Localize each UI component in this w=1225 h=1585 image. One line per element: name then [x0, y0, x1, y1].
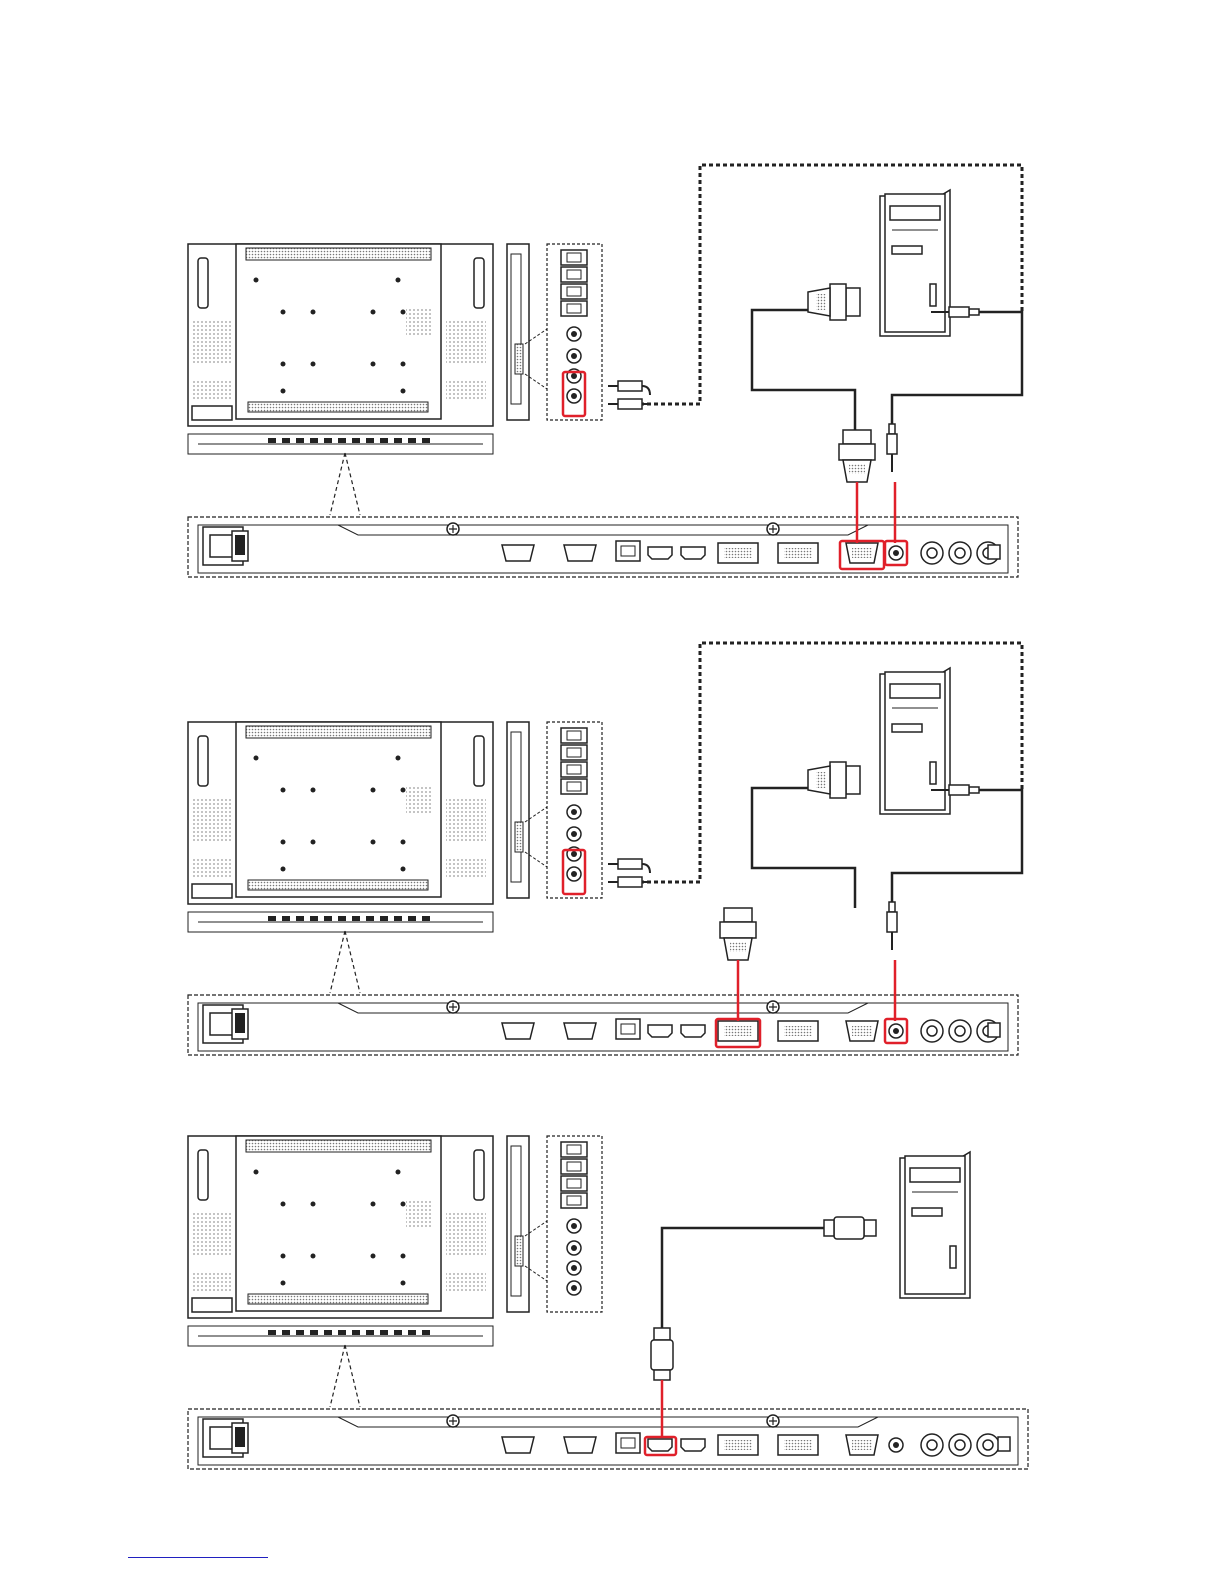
rca-cable: [608, 381, 650, 409]
footer-rule: [128, 1557, 268, 1558]
connection-hdmi: [188, 1136, 1028, 1469]
av-output-side-view: [507, 722, 602, 898]
connector-strip: [188, 1409, 1028, 1469]
rca-cable: [608, 859, 650, 887]
zoom-lines: [330, 453, 360, 515]
connector-strip: [188, 995, 1018, 1055]
pc-tower: [880, 668, 950, 814]
pc-tower: [880, 190, 950, 336]
monitor-rear-view: [188, 244, 493, 454]
audio-jack: [887, 424, 897, 472]
connector-strip: [188, 517, 1018, 577]
video-cable: [752, 310, 855, 430]
hdmi-connector: [824, 1217, 876, 1239]
vga-connector: [839, 430, 875, 482]
zoom-lines: [330, 931, 360, 993]
connection-vga-audio: [188, 165, 1022, 577]
audio-jack: [887, 902, 897, 950]
av-output-side-view: [507, 1136, 602, 1312]
hdmi-connector: [651, 1328, 673, 1380]
zoom-lines: [330, 1345, 360, 1407]
video-cable: [752, 788, 855, 908]
dvi-connector: [720, 908, 756, 960]
monitor-rear-view: [188, 1136, 493, 1346]
av-output-side-view: [507, 244, 602, 420]
vga-connector: [808, 284, 860, 320]
connection-dvi-audio: [188, 643, 1022, 1055]
dvi-connector: [808, 762, 860, 798]
pc-tower: [900, 1152, 970, 1298]
hdmi-cable: [662, 1228, 830, 1330]
monitor-rear-view: [188, 722, 493, 932]
